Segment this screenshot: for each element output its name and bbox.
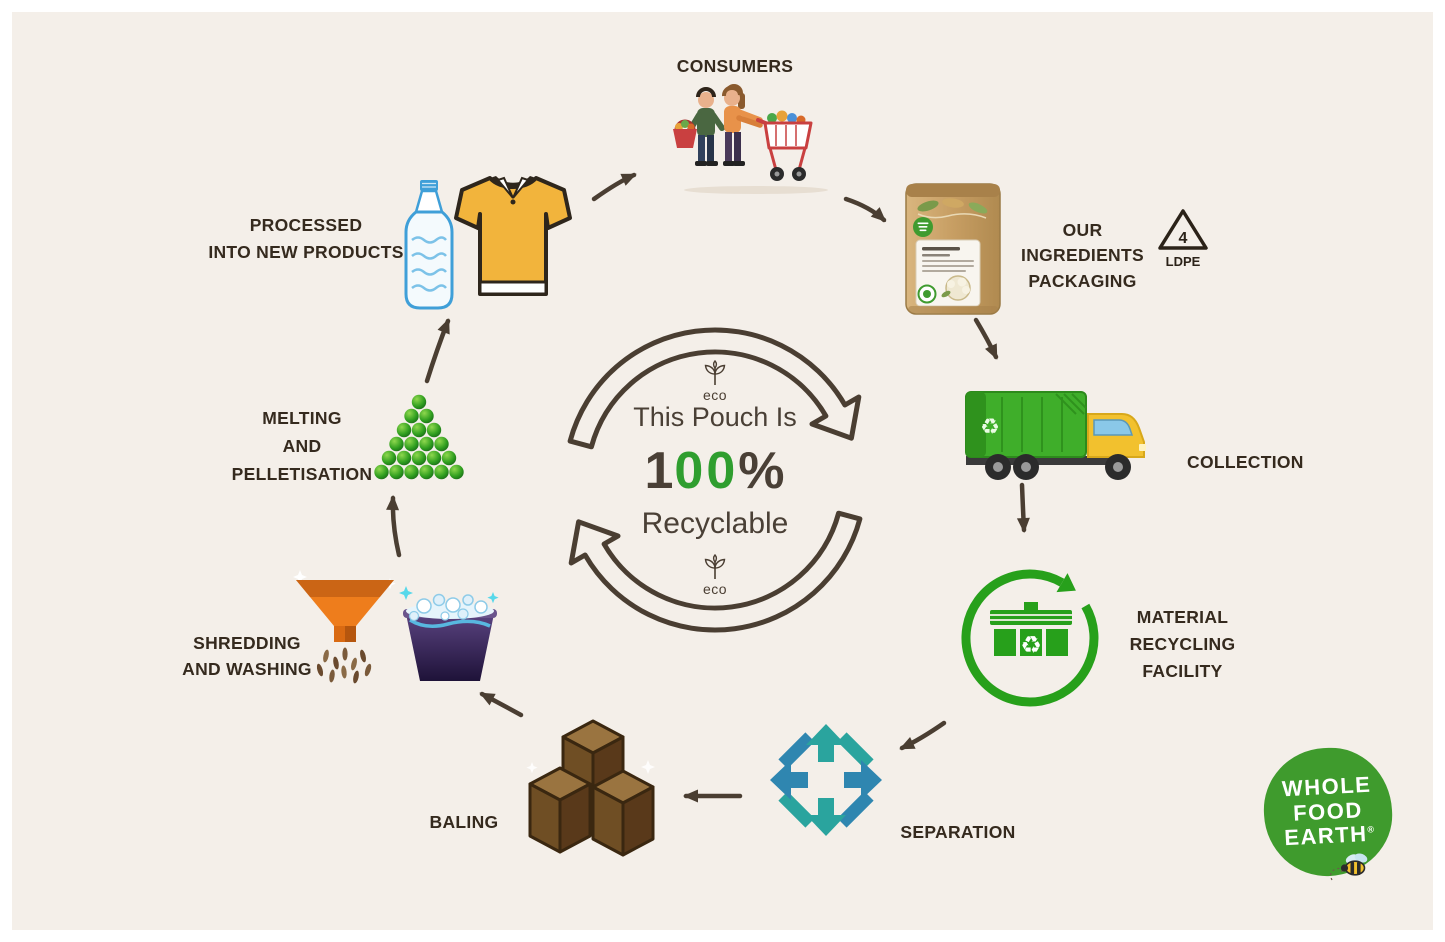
tshirt-icon — [454, 176, 572, 296]
eco-leaf-icon — [704, 360, 726, 386]
eco-leaf-icon — [704, 554, 726, 580]
resin-number: 4 — [1179, 230, 1188, 247]
bee-icon — [1330, 853, 1368, 881]
arrow-baling-to-shredding — [479, 691, 524, 718]
eco-badge-top: eco — [683, 360, 747, 403]
label-line: PROCESSED — [249, 215, 363, 235]
claim-line2: Recyclable — [641, 507, 789, 540]
stage-label-separation: SEPARATION — [900, 822, 1016, 842]
arrow-washing-to-melting — [386, 495, 402, 558]
flow-arrows — [386, 172, 1030, 803]
washing-bucket-icon — [399, 586, 499, 681]
label-line: AND WASHING — [182, 659, 312, 680]
arrow-consumers-to-packaging — [843, 196, 887, 223]
resin-code-badge: 4 LDPE — [1155, 206, 1211, 269]
water-bottle-icon — [404, 180, 454, 310]
stage-label-processed: PROCESSED INTO NEW PRODUCTS — [208, 212, 404, 266]
eco-badge-bottom: eco — [683, 554, 747, 597]
arrow-melting-to-processed — [424, 318, 451, 384]
stage-label-baling: BALING — [429, 812, 499, 832]
center-claim: This Pouch Is 100% Recyclable — [595, 402, 835, 541]
separation-icon — [770, 724, 882, 836]
label-line: FACILITY — [1142, 661, 1223, 682]
label-line: PACKAGING — [1028, 270, 1137, 291]
label-line: INTO NEW PRODUCTS — [208, 242, 404, 263]
recycle-icon: ♻ — [1020, 631, 1042, 659]
eco-label: eco — [702, 387, 728, 403]
stage-label-collection: COLLECTION — [1187, 452, 1304, 472]
stage-label-melting: MELTING AND PELLETISATION — [227, 404, 377, 488]
arrow-packaging-to-collection — [973, 317, 999, 360]
label-line: OUR INGREDIENTS — [1021, 220, 1144, 266]
stage-label-packaging: OUR INGREDIENTS PACKAGING — [1005, 218, 1160, 294]
recycle-icon: ♻ — [980, 415, 1000, 440]
pellets-pyramid-icon — [374, 394, 464, 480]
garbage-truck-icon: ♻ — [965, 391, 1146, 480]
stage-label-consumers: CONSUMERS — [676, 56, 794, 76]
stage-label-mrf: MATERIAL RECYCLING FACILITY — [1120, 604, 1245, 685]
label-line: MATERIAL — [1136, 607, 1229, 627]
resin-code-label: LDPE — [1165, 254, 1201, 269]
recycling-facility-icon: ♻ — [961, 569, 1099, 707]
stage-label-shredding: SHREDDING AND WASHING — [172, 630, 322, 683]
bales-icon — [526, 719, 655, 857]
label-line: PELLETISATION — [231, 464, 373, 484]
arrow-collection-to-mrf — [1016, 482, 1030, 533]
claim-percent: 100% — [595, 441, 835, 501]
arrow-mrf-to-separation — [899, 720, 947, 751]
logo-line: EARTH® — [1283, 821, 1375, 851]
cycle-circle-arrows — [567, 327, 863, 633]
consumers-shoppers-icon — [673, 84, 828, 194]
cycle-arrow-top — [567, 327, 862, 450]
percent-sign: % — [738, 442, 786, 500]
percent-prefix: 1 — [644, 442, 675, 500]
registered-mark: ® — [1367, 824, 1375, 835]
circular-arrowhead — [1056, 573, 1076, 593]
label-line: MELTING — [262, 408, 342, 428]
label-line: AND — [282, 436, 322, 456]
percent-zeros: 00 — [674, 442, 739, 500]
kraft-pouch-icon — [905, 183, 1001, 315]
ldpe-triangle-icon: 4 — [1158, 209, 1208, 250]
arrow-processed-to-consumers — [591, 172, 637, 202]
label-line: RECYCLING — [1129, 634, 1236, 655]
shredder-funnel-icon — [293, 570, 396, 684]
cycle-arrow-bottom — [568, 510, 863, 633]
label-line: SHREDDING — [193, 633, 301, 653]
claim-line1: This Pouch Is — [633, 402, 797, 432]
logo-earth: EARTH — [1283, 821, 1369, 851]
eco-label: eco — [702, 581, 728, 597]
